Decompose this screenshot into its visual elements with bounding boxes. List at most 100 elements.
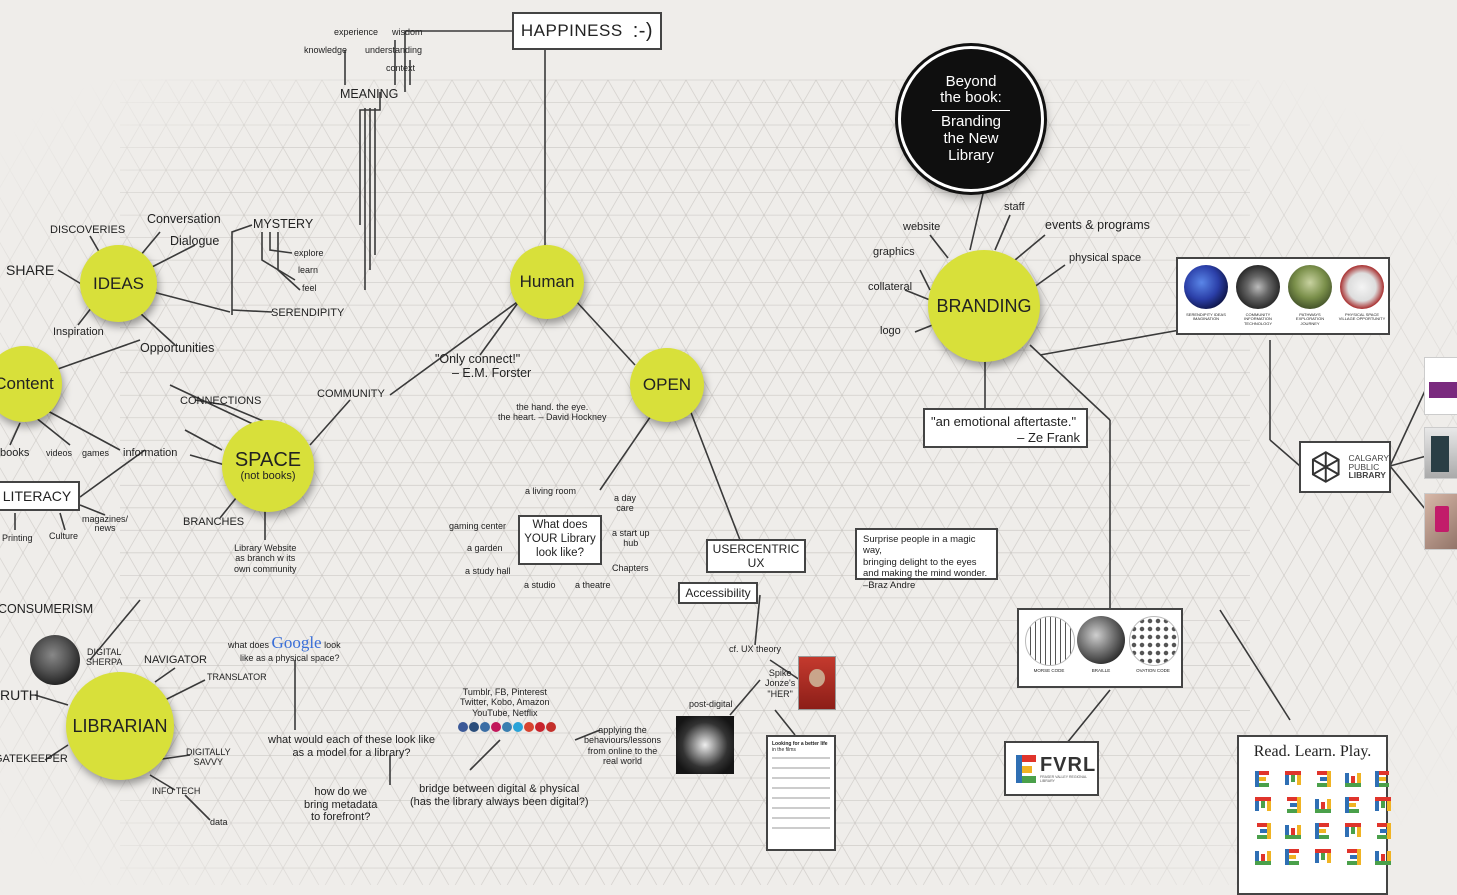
rlp-logo-bar <box>1357 773 1361 783</box>
services-line2: Twitter, Kobo, Amazon <box>460 697 550 708</box>
badge-line2: the book: <box>940 89 1002 107</box>
codes-card: MORSE CODE BRAILLE OVATION CODE <box>1017 608 1183 688</box>
label-learn: learn <box>298 265 319 275</box>
usercentric-line2: UX <box>747 556 765 570</box>
your-library-line2: YOUR Library <box>524 533 596 546</box>
rlp-logo-bar <box>1379 777 1386 781</box>
question-model-line2: as a model for a library? <box>292 746 411 759</box>
node-branding-label: BRANDING <box>936 295 1032 316</box>
rlp-logo-bar <box>1287 797 1297 801</box>
morse-caption: MORSE CODE <box>1033 668 1065 673</box>
your-library-line3: look like? <box>536 546 584 559</box>
her-movie-poster <box>798 656 836 710</box>
node-content: Content <box>0 346 62 422</box>
label-day-care: a day care <box>614 493 636 514</box>
rlp-logo-bar <box>1267 851 1271 861</box>
community-circle-image <box>1236 265 1280 309</box>
youtube-icon <box>546 722 556 732</box>
happiness-box: HAPPINESS :-) <box>512 12 662 50</box>
label-staff: staff <box>1004 201 1025 213</box>
rlp-logo-bar <box>1345 783 1361 787</box>
rlp-logo-bar <box>1315 823 1319 839</box>
grid-line <box>0 79 115 279</box>
rlp-logo-bar <box>1255 851 1259 861</box>
forster-quote-text: "Only connect!" <box>434 352 521 366</box>
label-theatre: a theatre <box>575 580 611 590</box>
grid-line <box>896 79 1363 885</box>
rlp-logo-bar <box>1317 771 1327 775</box>
label-share: SHARE <box>6 262 55 278</box>
node-ideas-label: IDEAS <box>92 273 145 293</box>
badge-divider <box>932 110 1010 112</box>
services-line3: YouTube, Netflix <box>472 707 538 718</box>
label-day-care-line2: care <box>616 503 634 514</box>
rlp-logo-bar <box>1375 771 1379 787</box>
grid-line <box>165 79 632 885</box>
rlp-logo-bar <box>1349 797 1359 801</box>
label-magazines: magazines/ news <box>82 515 128 533</box>
her-note-line <box>772 787 830 789</box>
grid-line <box>269 79 736 885</box>
calgary-library-card: CALGARY PUBLIC LIBRARY <box>1299 441 1391 493</box>
calgary-line2: PUBLIC <box>1348 461 1380 472</box>
her-note-line <box>772 807 830 809</box>
label-day-care-line1: a day <box>614 493 637 503</box>
grid-line <box>142 79 609 885</box>
rlp-logo-bar <box>1259 771 1269 775</box>
rlp-logo-icon <box>1285 823 1301 839</box>
beyond-the-book-badge: Beyond the book: Branding the New Librar… <box>898 46 1044 192</box>
grid-line <box>0 79 193 414</box>
label-magazines-line2: news <box>94 523 116 533</box>
grid-line <box>1364 725 1457 885</box>
rlp-logo-bar <box>1315 853 1319 863</box>
grid-line <box>558 79 1025 885</box>
concept-circles-card: SERENDIPITY IDEAS IMAGINATION COMMUNITY … <box>1176 257 1390 335</box>
label-data: data <box>210 817 228 827</box>
fvrl-logo-icon <box>1016 754 1036 783</box>
rlp-logo-bar <box>1297 825 1301 835</box>
aftertaste-quote: "an emotional aftertaste." – Ze Frank <box>923 408 1088 448</box>
label-garden: a garden <box>467 543 503 553</box>
snowflake-logo-icon <box>1311 451 1340 483</box>
fvrl-bar-red <box>1022 754 1036 762</box>
grid-line <box>818 79 1285 885</box>
rlp-logo-icon <box>1285 849 1301 865</box>
label-digital-sherpa: DIGITAL SHERPA <box>86 647 122 668</box>
her-note-sub: in the films <box>772 747 796 753</box>
grid-line <box>0 79 401 774</box>
google-note-prefix: what does <box>228 640 270 650</box>
applying-line1: applying the <box>598 725 647 735</box>
badge-line5: Library <box>948 146 994 164</box>
calgary-line3: LIBRARY <box>1348 470 1386 481</box>
node-content-label: Content <box>0 374 54 394</box>
label-serendipity: SERENDIPITY <box>271 307 345 319</box>
rlp-logo-bar <box>1387 801 1391 811</box>
rlp-logo-bar <box>1260 829 1267 833</box>
label-digital-sherpa-line2: SHERPA <box>86 657 123 668</box>
rlp-logo-bar <box>1319 823 1329 827</box>
google-note: what does Google look like as a physical… <box>228 633 341 663</box>
rlp-logo-bar <box>1327 771 1331 787</box>
grid-line <box>763 79 1230 885</box>
your-library-line1: What does <box>532 519 588 532</box>
rlp-logo-icon <box>1375 823 1391 839</box>
grid-line <box>0 242 372 885</box>
label-branches: BRANCHES <box>183 516 245 528</box>
services-list: Tumblr, FB, Pinterest Twitter, Kobo, Ama… <box>460 687 550 718</box>
grid-line <box>87 79 554 885</box>
serendipity-circle-image <box>1184 265 1228 309</box>
grid-line <box>1026 139 1457 885</box>
label-inspiration: Inspiration <box>53 326 104 338</box>
label-connections: CONNECTIONS <box>180 395 262 407</box>
her-note-line <box>772 767 830 769</box>
grid-line <box>298 79 765 885</box>
rlp-logo-bar <box>1255 861 1271 865</box>
read-learn-play-logo-grid <box>1255 771 1391 865</box>
fvrl-bar-green <box>1022 775 1036 783</box>
her-note-line <box>772 817 830 819</box>
node-branding: BRANDING <box>928 250 1040 362</box>
read-learn-play-title: Read. Learn. Play. <box>1253 743 1372 760</box>
question-bridge-line1: bridge between digital & physical <box>419 783 580 795</box>
tumblr-icon <box>469 722 479 732</box>
